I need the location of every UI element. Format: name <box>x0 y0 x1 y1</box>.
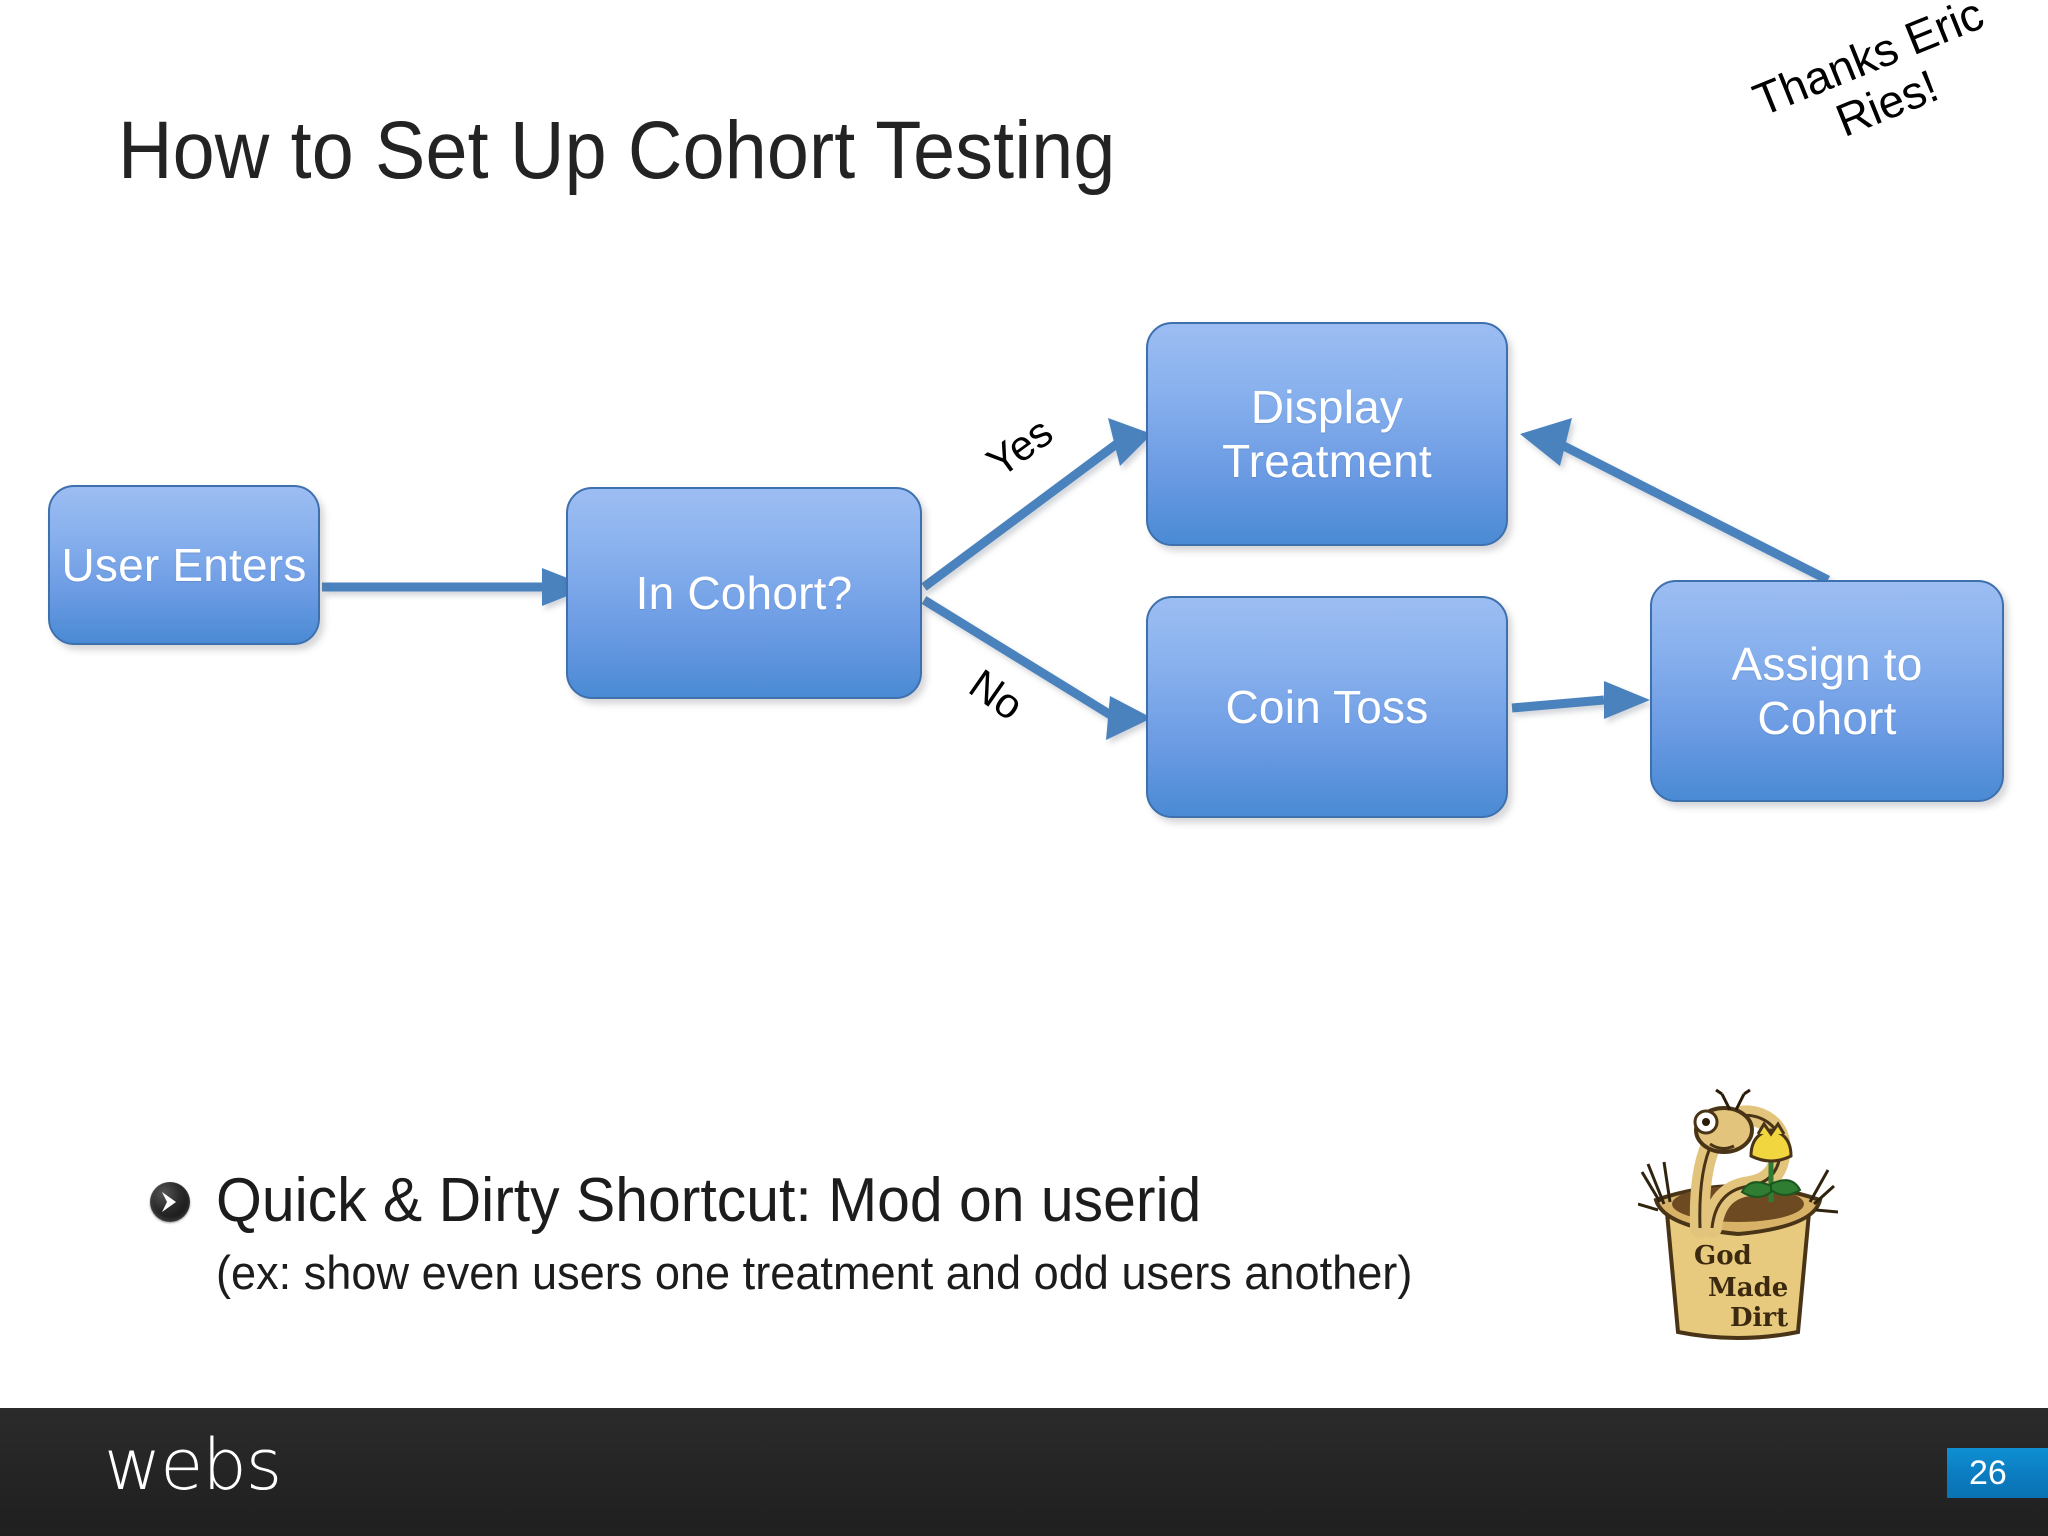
arrow-in-cohort-to-coin-toss <box>921 596 1152 740</box>
bullet-sub-text: (ex: show even users one treatment and o… <box>216 1246 1413 1300</box>
chevron-right-circle-icon <box>150 1182 190 1222</box>
arrow-coin-toss-to-assign-cohort <box>1511 681 1650 719</box>
flow-box-in-cohort[interactable]: In Cohort? <box>566 487 922 699</box>
arrow-assign-cohort-to-display-treatment <box>1520 418 1831 585</box>
flow-box-coin-toss[interactable]: Coin Toss <box>1146 596 1508 818</box>
flow-box-display-treatment-line1: Display <box>1250 380 1404 433</box>
flow-box-coin-toss-label: Coin Toss <box>1225 680 1429 733</box>
clipart-caption-line2: Made <box>1708 1273 1788 1303</box>
flow-box-display-treatment[interactable]: Display Treatment <box>1146 322 1508 546</box>
page-title: How to Set Up Cohort Testing <box>118 105 1116 196</box>
footer-bar <box>0 1408 2048 1536</box>
thanks-annotation: Thanks Eric Ries! <box>1706 0 2048 188</box>
bullet-block: Quick & Dirty Shortcut: Mod on userid (e… <box>150 1168 1600 1300</box>
webs-logo: webs <box>104 1424 282 1506</box>
flow-box-in-cohort-label: In Cohort? <box>635 566 853 619</box>
bullet-main-text: Quick & Dirty Shortcut: Mod on userid <box>216 1166 1202 1235</box>
flow-box-user-enters[interactable]: User Enters <box>48 485 320 645</box>
page-number-badge: 26 <box>1947 1448 2048 1498</box>
flow-box-user-enters-label: User Enters <box>61 538 307 591</box>
flow-box-assign-to-cohort-line2: Cohort <box>1757 692 1897 744</box>
arrow-user-enters-to-in-cohort <box>322 568 590 606</box>
god-made-dirt-worm-clipart: God Made Dirt <box>1638 1052 1838 1352</box>
clipart-caption-line1: God <box>1694 1241 1752 1271</box>
branch-label-no: No <box>961 660 1032 730</box>
flow-box-assign-to-cohort[interactable]: Assign to Cohort <box>1650 580 2004 802</box>
bullet-row: Quick & Dirty Shortcut: Mod on userid <box>150 1168 1600 1233</box>
arrow-in-cohort-to-display-treatment <box>921 418 1152 591</box>
clipart-caption-line3: Dirt <box>1730 1303 1788 1333</box>
flow-box-display-treatment-label: Display Treatment <box>1222 380 1432 489</box>
flow-box-assign-to-cohort-label: Assign to Cohort <box>1731 637 1922 746</box>
branch-label-yes: Yes <box>978 407 1062 487</box>
flow-box-assign-to-cohort-line1: Assign to <box>1731 637 1923 690</box>
flow-box-display-treatment-line2: Treatment <box>1222 435 1432 487</box>
